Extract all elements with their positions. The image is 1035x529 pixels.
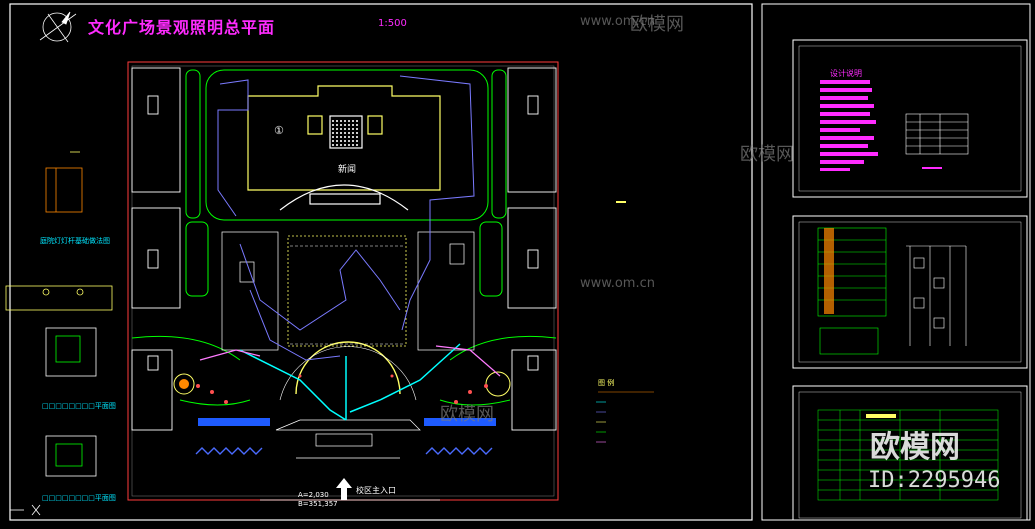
watermark-url: www.om.cn: [580, 276, 655, 291]
roads: [131, 69, 557, 406]
legend-title: 图 例: [598, 379, 615, 387]
north-arrow-icon: [39, 11, 77, 43]
cable-cyan: [239, 343, 461, 421]
trees: [196, 374, 488, 404]
building-marker: ①: [274, 124, 284, 137]
entrance-steps: [275, 419, 421, 459]
main-building: [247, 85, 441, 211]
sheet-panel-top: [792, 39, 1028, 198]
entrance-arrow-icon: [336, 478, 352, 500]
detail1-caption: 庭院灯灯杆基础做法图: [40, 237, 110, 245]
detail2-caption: □□□□□□□□平面图: [42, 402, 116, 410]
left-buildings: [131, 67, 181, 431]
detail3-caption: □□□□□□□□平面图: [42, 494, 116, 502]
main-sheet-frame: [9, 3, 753, 521]
detail-lamp: [45, 151, 83, 213]
plaza: [287, 235, 407, 347]
detail-foundation: [5, 285, 113, 311]
blue-hedges: [198, 418, 496, 426]
detail-plan-1: [45, 327, 97, 377]
cable-magenta: [199, 345, 501, 377]
building-label: 新闻: [338, 165, 357, 175]
plan-scale: 1:500: [378, 18, 407, 29]
round-features: [173, 371, 511, 397]
detail-plan-2: [45, 435, 97, 477]
sheet-panel-bottom: [792, 385, 1028, 521]
plan-title: 文化广场景观照明总平面: [88, 18, 276, 37]
coord-a: A=2,030: [298, 491, 329, 499]
sheet-panel-middle: [792, 215, 1028, 369]
coord-b: B=351,357: [298, 500, 338, 508]
hedge-zigzag: [195, 447, 493, 455]
cable-blue: [217, 75, 475, 361]
watermark-id: ID:2295946: [868, 468, 1001, 493]
watermark-brand: 欧模网: [440, 404, 494, 425]
watermark-brand: 欧模网: [630, 14, 684, 35]
entrance-label: 校区主入口: [356, 486, 396, 495]
cable-white: [290, 245, 404, 345]
legend: [596, 391, 654, 443]
watermark-brand: 欧模网: [740, 144, 794, 165]
watermark-url: www.om.cn: [580, 14, 655, 29]
watermark-brand-large: 欧模网: [870, 430, 960, 465]
right-buildings: [507, 67, 557, 431]
stage-arc: [295, 341, 401, 395]
design-notes-caption: 设计说明: [830, 69, 862, 78]
ucs-axis-icon: [9, 496, 41, 516]
